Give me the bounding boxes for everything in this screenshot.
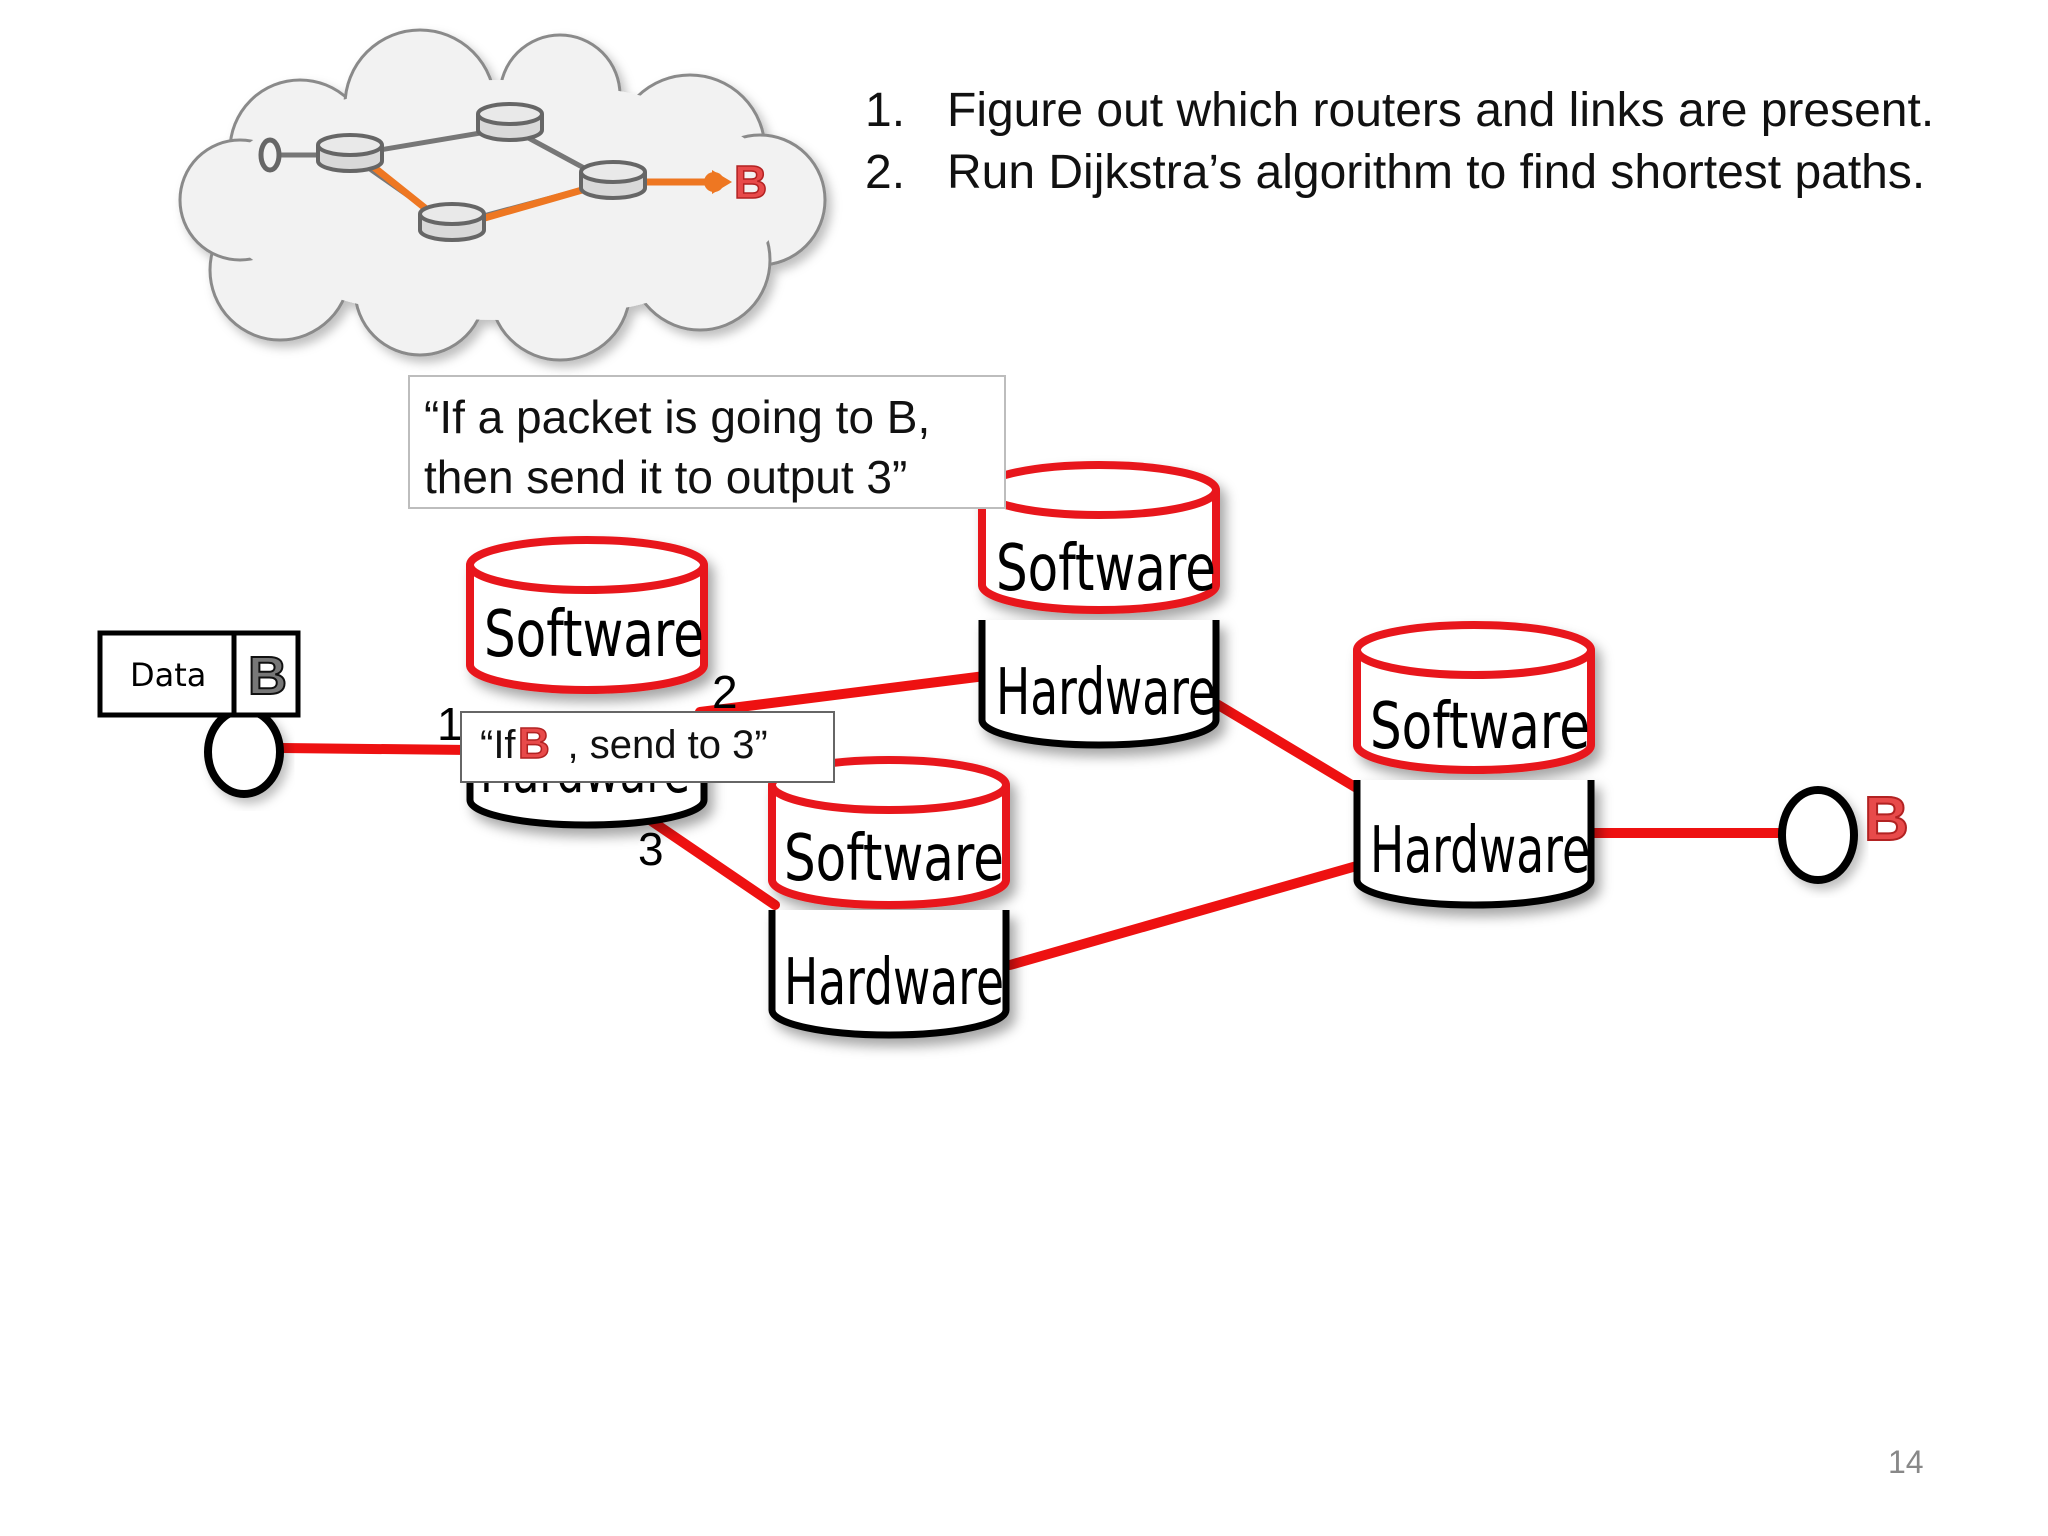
router-d-software-label: Software — [1370, 690, 1590, 764]
packet-data-label: Data — [130, 656, 206, 694]
page-number: 14 — [1888, 1444, 1924, 1480]
router-a-software-label: Software — [484, 598, 704, 672]
step-number: 2. — [865, 146, 906, 199]
packet-destination-label: B — [248, 646, 287, 706]
cloud-destination-label: B — [734, 156, 767, 208]
step-text: Run Dijkstra’s algorithm to find shortes… — [947, 146, 1926, 199]
packet: Data B — [97, 630, 301, 718]
router-b-software-label: Software — [996, 532, 1216, 606]
network-links — [277, 671, 1785, 970]
step-item: 2. Run Dijkstra’s algorithm to find shor… — [865, 142, 1934, 204]
callout-line-2: then send it to output 3” — [424, 451, 908, 503]
destination-b-icon: B — [516, 713, 568, 777]
cloud-source-host-icon — [258, 137, 282, 173]
cloud-router-icon — [316, 102, 647, 242]
router-d: Hardware Software — [1353, 621, 1595, 909]
router-b: Hardware Software — [978, 461, 1220, 749]
router-c-software-label: Software — [784, 822, 1004, 896]
port-2-label: 2 — [712, 666, 738, 718]
router-c: Hardware Software — [768, 756, 1010, 1039]
source-host-icon — [204, 706, 284, 798]
router-d-hardware-label: Hardware — [1370, 814, 1590, 888]
forwarding-rule-callout: “If a packet is going to B, then send it… — [408, 375, 1006, 509]
rule-suffix: , send to 3” — [567, 723, 768, 767]
destination-label: B — [1864, 785, 1909, 854]
step-item: 1. Figure out which routers and links ar… — [865, 80, 1934, 142]
router-b-hardware-label: Hardware — [996, 656, 1216, 730]
router-c-hardware-label: Hardware — [784, 946, 1004, 1020]
port-1-label: 1 — [437, 698, 463, 750]
callout-line-1: “If a packet is going to B, — [424, 391, 931, 443]
destination-host-icon — [1778, 786, 1858, 884]
port-3-label: 3 — [638, 823, 664, 875]
svg-text:B: B — [518, 719, 550, 764]
steps-list: 1. Figure out which routers and links ar… — [865, 80, 1934, 204]
cloud-shortest-path — [362, 157, 712, 232]
step-number: 1. — [865, 84, 906, 137]
thought-cloud: B — [178, 28, 827, 362]
rule-prefix: “If — [480, 723, 516, 767]
step-text: Figure out which routers and links are p… — [947, 84, 1935, 137]
